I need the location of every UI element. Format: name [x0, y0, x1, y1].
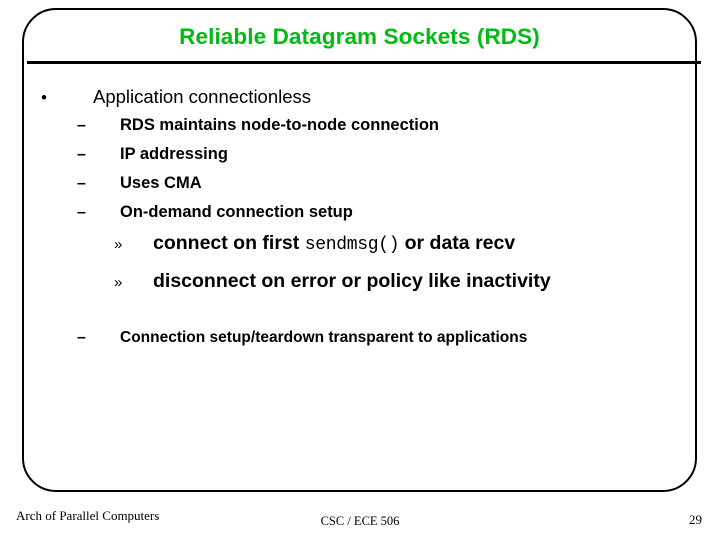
- bullet-level2-label: IP addressing: [120, 145, 228, 163]
- bullet-level1-label: Application connectionless: [93, 86, 312, 107]
- bullet-dash-icon: –: [77, 146, 86, 163]
- bullet-dash-icon: –: [77, 175, 86, 192]
- slide-body: • Application connectionless – RDS maint…: [0, 86, 720, 357]
- bullet-level3-text-post: or data recv: [399, 232, 516, 254]
- bullet-level2: – Connection setup/teardown transparent …: [0, 328, 720, 357]
- slide-title-block: Reliable Datagram Sockets (RDS): [22, 24, 697, 50]
- bullet-level2: – RDS maintains node-to-node connection: [0, 115, 720, 144]
- bullet-level3-text-pre: connect on first: [153, 232, 305, 254]
- bullet-level2: – On-demand connection setup: [0, 202, 720, 231]
- slide-footer: Arch of Parallel Computers CSC / ECE 506…: [0, 508, 720, 530]
- bullet-level3-label: disconnect on error or policy like inact…: [153, 270, 551, 292]
- footer-course-code: CSC / ECE 506: [320, 514, 400, 528]
- bullet-guillemet-icon: »: [114, 274, 123, 291]
- bullet-level2-label: On-demand connection setup: [120, 203, 353, 221]
- bullet-level3-label: connect on first sendmsg() or data recv: [153, 231, 515, 257]
- code-literal-sendmsg: sendmsg(): [304, 235, 400, 255]
- bullet-guillemet-icon: »: [114, 236, 123, 253]
- footer-page-number: 29: [689, 512, 702, 527]
- footer-course-title: Arch of Parallel Computers: [16, 508, 160, 523]
- bullet-level3: » disconnect on error or policy like ina…: [0, 269, 720, 307]
- bullet-dash-icon: –: [77, 329, 86, 346]
- bullet-level1: • Application connectionless: [0, 86, 720, 115]
- bullet-level2-label: RDS maintains node-to-node connection: [120, 116, 440, 134]
- title-divider: [27, 61, 701, 64]
- bullet-level2: – Uses CMA: [0, 173, 720, 202]
- page-title: Reliable Datagram Sockets (RDS): [179, 24, 540, 49]
- bullet-round-icon: •: [41, 88, 47, 107]
- bullet-level2-label: Uses CMA: [120, 174, 202, 192]
- bullet-level2: – IP addressing: [0, 144, 720, 173]
- bullet-level2-label: Connection setup/teardown transparent to…: [120, 329, 528, 346]
- bullet-dash-icon: –: [77, 117, 86, 134]
- bullet-level3: » connect on first sendmsg() or data rec…: [0, 231, 720, 269]
- vertical-spacer: [0, 307, 720, 328]
- bullet-dash-icon: –: [77, 204, 86, 221]
